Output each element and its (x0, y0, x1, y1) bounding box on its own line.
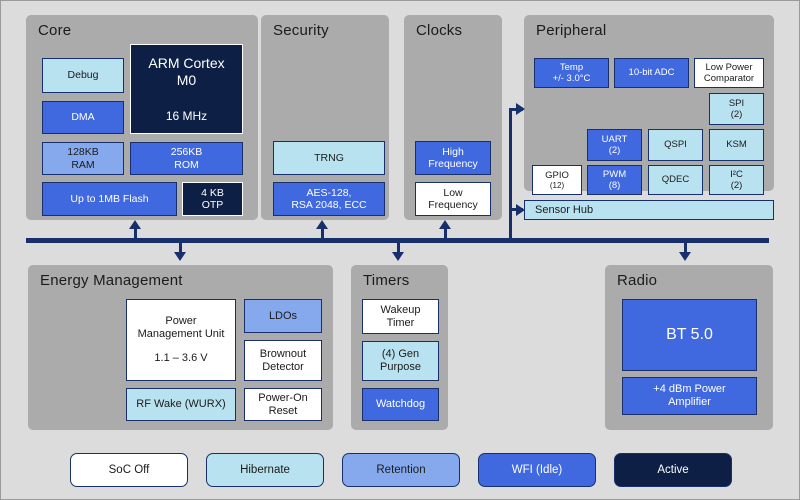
power-state-legend: SoC Off Hibernate Retention WFI (Idle) A… (1, 441, 799, 499)
group-radio-title: Radio (617, 272, 658, 289)
block-spi[interactable]: SPI (2) (709, 93, 764, 125)
block-adc[interactable]: 10-bit ADC (614, 58, 689, 88)
group-clocks: Clocks High Frequency Low Frequency (404, 15, 502, 220)
block-power-amplifier[interactable]: +4 dBm Power Amplifier (622, 377, 757, 415)
arrow-clocks-up (439, 220, 451, 229)
block-rom[interactable]: 256KB ROM (130, 142, 243, 175)
block-brownout-detector[interactable]: Brownout Detector (244, 340, 322, 381)
group-radio: Radio BT 5.0 +4 dBm Power Amplifier (605, 265, 773, 430)
block-wakeup-timer[interactable]: Wakeup Timer (362, 299, 439, 334)
block-gpio[interactable]: GPIO (12) (532, 165, 582, 195)
arrow-energy-down (174, 252, 186, 261)
arrow-timers-down (392, 252, 404, 261)
bus-stem-core (134, 228, 137, 240)
group-clocks-title: Clocks (416, 22, 463, 39)
block-power-management-unit[interactable]: Power Management Unit 1.1 – 3.6 V (126, 299, 236, 381)
block-bt50[interactable]: BT 5.0 (622, 299, 757, 371)
group-peripheral-title: Peripheral (536, 22, 607, 39)
block-low-power-comparator[interactable]: Low Power Comparator (694, 58, 764, 88)
block-pwm[interactable]: PWM (8) (587, 165, 642, 195)
block-i2c[interactable]: I²C (2) (709, 165, 764, 195)
block-watchdog[interactable]: Watchdog (362, 388, 439, 421)
arrow-sensor-hub-in (516, 204, 525, 216)
block-high-frequency-clock[interactable]: High Frequency (415, 141, 491, 175)
block-debug[interactable]: Debug (42, 58, 124, 93)
cpu-frequency: 16 MHz (165, 108, 208, 123)
group-core-title: Core (38, 22, 72, 39)
group-energy-title: Energy Management (40, 272, 183, 289)
block-flash[interactable]: Up to 1MB Flash (42, 182, 177, 216)
bus-stem-timers (397, 242, 400, 254)
block-crypto[interactable]: AES-128, RSA 2048, ECC (273, 182, 385, 216)
legend-item-soc-off[interactable]: SoC Off (70, 453, 188, 487)
bus-branch-peripheral (509, 108, 512, 241)
group-timers-title: Timers (363, 272, 410, 289)
arrow-radio-down (679, 252, 691, 261)
bus-stem-clocks (444, 228, 447, 240)
group-core: Core Debug DMA ARM Cortex M0 16 MHz 128K… (26, 15, 258, 220)
arrow-core-up (129, 220, 141, 229)
group-timers: Timers Wakeup Timer (4) Gen Purpose Watc… (351, 265, 448, 430)
block-rf-wake[interactable]: RF Wake (WURX) (126, 388, 236, 421)
arrow-security-up (316, 220, 328, 229)
group-energy-management: Energy Management Power Management Unit … (28, 265, 333, 430)
cpu-name: ARM Cortex M0 (148, 55, 225, 88)
block-low-frequency-clock[interactable]: Low Frequency (415, 182, 491, 216)
block-qspi[interactable]: QSPI (648, 129, 703, 161)
block-power-on-reset[interactable]: Power-On Reset (244, 388, 322, 421)
block-ksm[interactable]: KSM (709, 129, 764, 161)
block-sensor-hub[interactable]: Sensor Hub (524, 200, 774, 220)
legend-item-active[interactable]: Active (614, 453, 732, 487)
legend-item-wfi-idle[interactable]: WFI (Idle) (478, 453, 596, 487)
group-peripheral: Peripheral Temp +/- 3.0°C 10-bit ADC Low… (524, 15, 774, 195)
block-ldos[interactable]: LDOs (244, 299, 322, 333)
group-security: Security TRNG AES-128, RSA 2048, ECC (261, 15, 389, 220)
legend-item-retention[interactable]: Retention (342, 453, 460, 487)
block-uart[interactable]: UART (2) (587, 129, 642, 161)
legend-item-hibernate[interactable]: Hibernate (206, 453, 324, 487)
block-dma[interactable]: DMA (42, 101, 124, 134)
block-trng[interactable]: TRNG (273, 141, 385, 175)
bus-stem-energy (179, 242, 182, 254)
bus-stem-radio (684, 242, 687, 254)
bus-stem-security (321, 228, 324, 240)
block-arm-cortex-m0[interactable]: ARM Cortex M0 16 MHz (130, 44, 243, 134)
block-otp[interactable]: 4 KB OTP (182, 182, 243, 216)
block-ram[interactable]: 128KB RAM (42, 142, 124, 175)
system-bus-line (26, 238, 769, 243)
block-temp-sensor[interactable]: Temp +/- 3.0°C (534, 58, 609, 88)
block-qdec[interactable]: QDEC (648, 165, 703, 195)
group-security-title: Security (273, 22, 329, 39)
block-general-purpose-timers[interactable]: (4) Gen Purpose (362, 341, 439, 381)
arrow-peripheral-in (516, 103, 525, 115)
